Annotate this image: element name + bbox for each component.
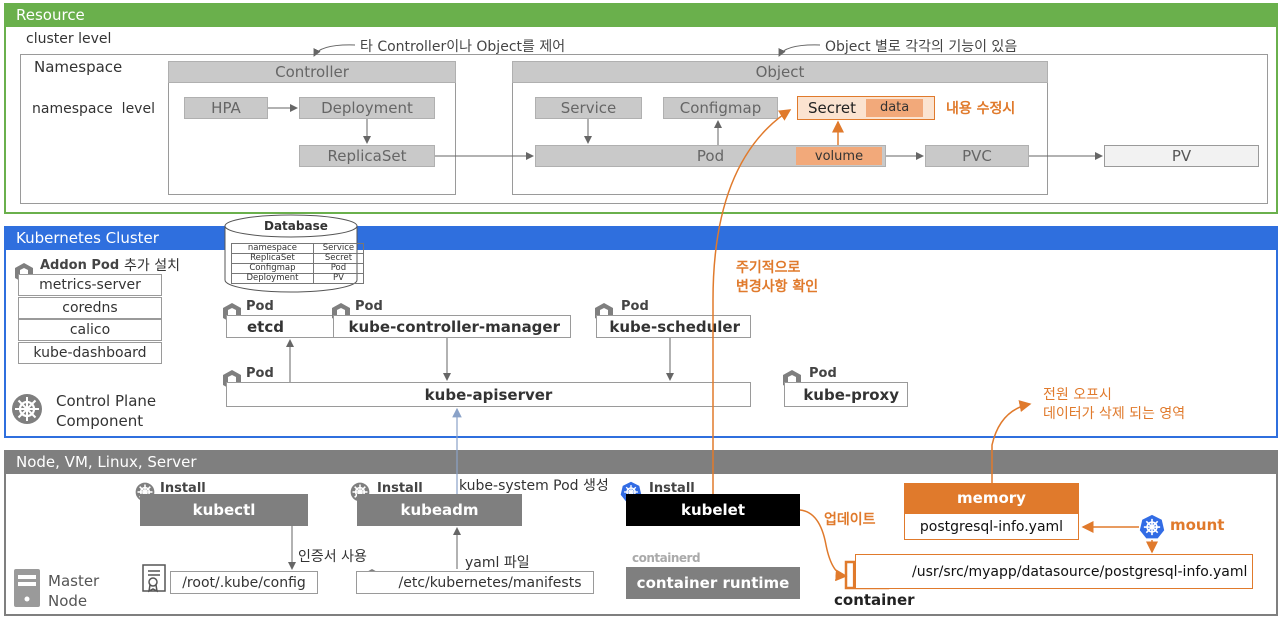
db-cell: Pod xyxy=(312,263,365,274)
controller-title: Controller xyxy=(168,61,456,83)
database-title: Database xyxy=(264,219,328,233)
controller-group xyxy=(168,61,456,195)
control-plane-label: Control Plane Component xyxy=(56,392,157,430)
pod-label: Pod xyxy=(246,299,274,314)
container-runtime-box: container runtime xyxy=(626,567,800,599)
certificate-icon xyxy=(140,563,170,597)
install-label: Install xyxy=(649,481,695,496)
yaml-note: yaml 파일 xyxy=(465,555,530,571)
helm-icon xyxy=(11,393,43,429)
proxy-box: kube-proxy xyxy=(784,382,908,407)
update-note: 업데이트 xyxy=(824,512,876,528)
addon-item: metrics-server xyxy=(18,274,162,296)
db-cell: Deployment xyxy=(231,273,314,284)
addon-item: calico xyxy=(18,319,162,341)
kube-system-note: kube-system Pod 생성 xyxy=(459,478,609,494)
resource-title: Resource xyxy=(6,5,1276,27)
cluster-level-label: cluster level xyxy=(26,31,112,47)
mount-label: mount xyxy=(1170,516,1225,534)
kubeadm-box: kubeadm xyxy=(357,494,522,526)
object-title: Object xyxy=(512,61,1048,83)
object-note: Object 별로 각각의 기능이 있음 xyxy=(825,39,1018,55)
resource-section: Resource xyxy=(4,3,1278,214)
manifests-box: /etc/kubernetes/manifests xyxy=(356,571,594,594)
container-path-box: /usr/src/myapp/datasource/postgresql-inf… xyxy=(855,554,1253,589)
cluster-title: Kubernetes Cluster xyxy=(6,228,1276,250)
container-label: container xyxy=(834,591,915,609)
pod-label: Pod xyxy=(246,366,274,381)
db-cell: Secret xyxy=(312,253,365,264)
secret-box: Secret data xyxy=(797,96,935,120)
volume-label: volume xyxy=(796,147,882,165)
addon-item: coredns xyxy=(18,297,162,319)
pvc-box: PVC xyxy=(925,145,1029,167)
node-title: Node, VM, Linux, Server xyxy=(6,452,1276,474)
memory-box: memory xyxy=(904,483,1079,513)
containerd-logo: containerd xyxy=(632,551,701,565)
server-icon xyxy=(13,568,41,612)
db-cell: ReplicaSet xyxy=(231,253,314,264)
controller-note: 타 Controller이나 Object를 제어 xyxy=(360,39,566,55)
namespace-box xyxy=(20,54,1268,204)
db-cell: Configmap xyxy=(231,263,314,274)
namespace-level-label: namespace level xyxy=(32,101,155,117)
apiserver-box: kube-apiserver xyxy=(226,382,751,407)
edit-note: 내용 수정시 xyxy=(946,101,1016,117)
controller-manager-box: kube-controller-manager xyxy=(333,315,571,338)
scheduler-box: kube-scheduler xyxy=(596,315,751,338)
service-box: Service xyxy=(535,97,642,119)
kubernetes-icon xyxy=(1139,514,1165,544)
deployment-box: Deployment xyxy=(299,97,435,119)
pod-label: Pod xyxy=(809,366,837,381)
memory-file-box: postgresql-info.yaml xyxy=(904,513,1079,540)
db-cell: Service xyxy=(312,243,365,254)
pod-label: Pod xyxy=(355,299,383,314)
addon-note: 추가 설치 xyxy=(124,258,180,274)
db-cell: PV xyxy=(312,273,365,284)
cert-note: 인증서 사용 xyxy=(298,549,367,565)
kubelet-box: kubelet xyxy=(626,494,800,526)
kubectl-box: kubectl xyxy=(140,494,308,526)
replicaset-box: ReplicaSet xyxy=(299,145,435,167)
install-label: Install xyxy=(377,481,423,496)
kube-config-box: /root/.kube/config xyxy=(170,571,318,594)
node-section: Node, VM, Linux, Server xyxy=(4,450,1278,616)
pv-box: PV xyxy=(1104,145,1259,167)
configmap-box: Configmap xyxy=(663,97,778,119)
db-cell: namespace xyxy=(231,243,314,254)
namespace-label: Namespace xyxy=(34,58,123,76)
secret-data-label: data xyxy=(865,99,924,117)
pod-label: Pod xyxy=(621,299,649,314)
etcd-box: etcd xyxy=(226,315,348,338)
master-node-label: Master Node xyxy=(48,572,100,610)
periodic-note: 주기적으로 변경사항 확인 xyxy=(736,260,819,295)
power-note: 전원 오프시 데이터가 삭제 되는 영역 xyxy=(1043,387,1186,422)
addon-pod-label: Addon Pod xyxy=(40,258,120,273)
install-label: Install xyxy=(160,481,206,496)
hpa-box: HPA xyxy=(184,97,268,119)
secret-label: Secret xyxy=(808,99,856,117)
addon-item: kube-dashboard xyxy=(18,342,162,364)
